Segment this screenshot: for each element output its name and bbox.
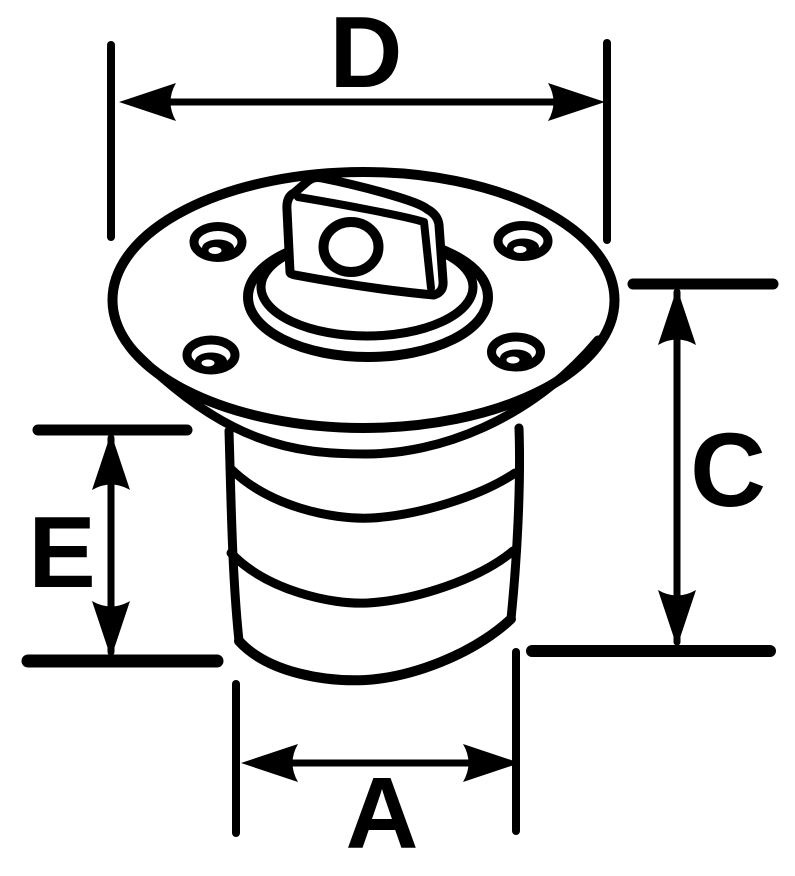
arrowhead-left: [241, 744, 298, 782]
plug-body: [224, 423, 525, 686]
arrowhead-up: [92, 433, 130, 490]
dimension-label-e: E: [28, 497, 95, 609]
dimension-shank-length: E: [21, 424, 224, 668]
dimension-flange-diameter: D: [107, 0, 611, 244]
flange-thickness-edge: [125, 335, 603, 459]
arrowhead-left: [119, 83, 176, 121]
hole-highlight: [201, 359, 215, 367]
body-left-edge: [224, 426, 244, 646]
body-groove-upper: [225, 463, 520, 523]
arrowhead-right: [548, 83, 605, 121]
dimension-label-a: A: [346, 758, 419, 870]
flange-hole-lower-left: [182, 335, 240, 375]
flange-hole-lower-right: [487, 332, 545, 372]
hole-highlight: [208, 247, 222, 254]
dimension-label-c: C: [690, 412, 766, 529]
arrowhead-down: [92, 601, 130, 658]
body-right-edge: [506, 423, 525, 624]
body-groove-lower: [226, 546, 518, 608]
hole-highlight: [513, 246, 527, 253]
wing-tab: [282, 172, 448, 300]
hole-highlight: [506, 356, 520, 364]
wing-thickness-edge: [294, 193, 435, 292]
arrowhead-down: [658, 590, 696, 647]
flange-hole-upper-right: [493, 221, 553, 261]
arrowhead-up: [658, 288, 696, 345]
dimension-body-diameter: A: [232, 648, 520, 870]
body-bottom-edge: [234, 614, 516, 686]
dimension-label-d: D: [330, 0, 403, 109]
flange-hole-upper-left: [189, 222, 247, 262]
arrowhead-right: [463, 744, 520, 782]
dimension-overall-height: C: [526, 278, 779, 657]
wing-hole: [318, 217, 384, 277]
